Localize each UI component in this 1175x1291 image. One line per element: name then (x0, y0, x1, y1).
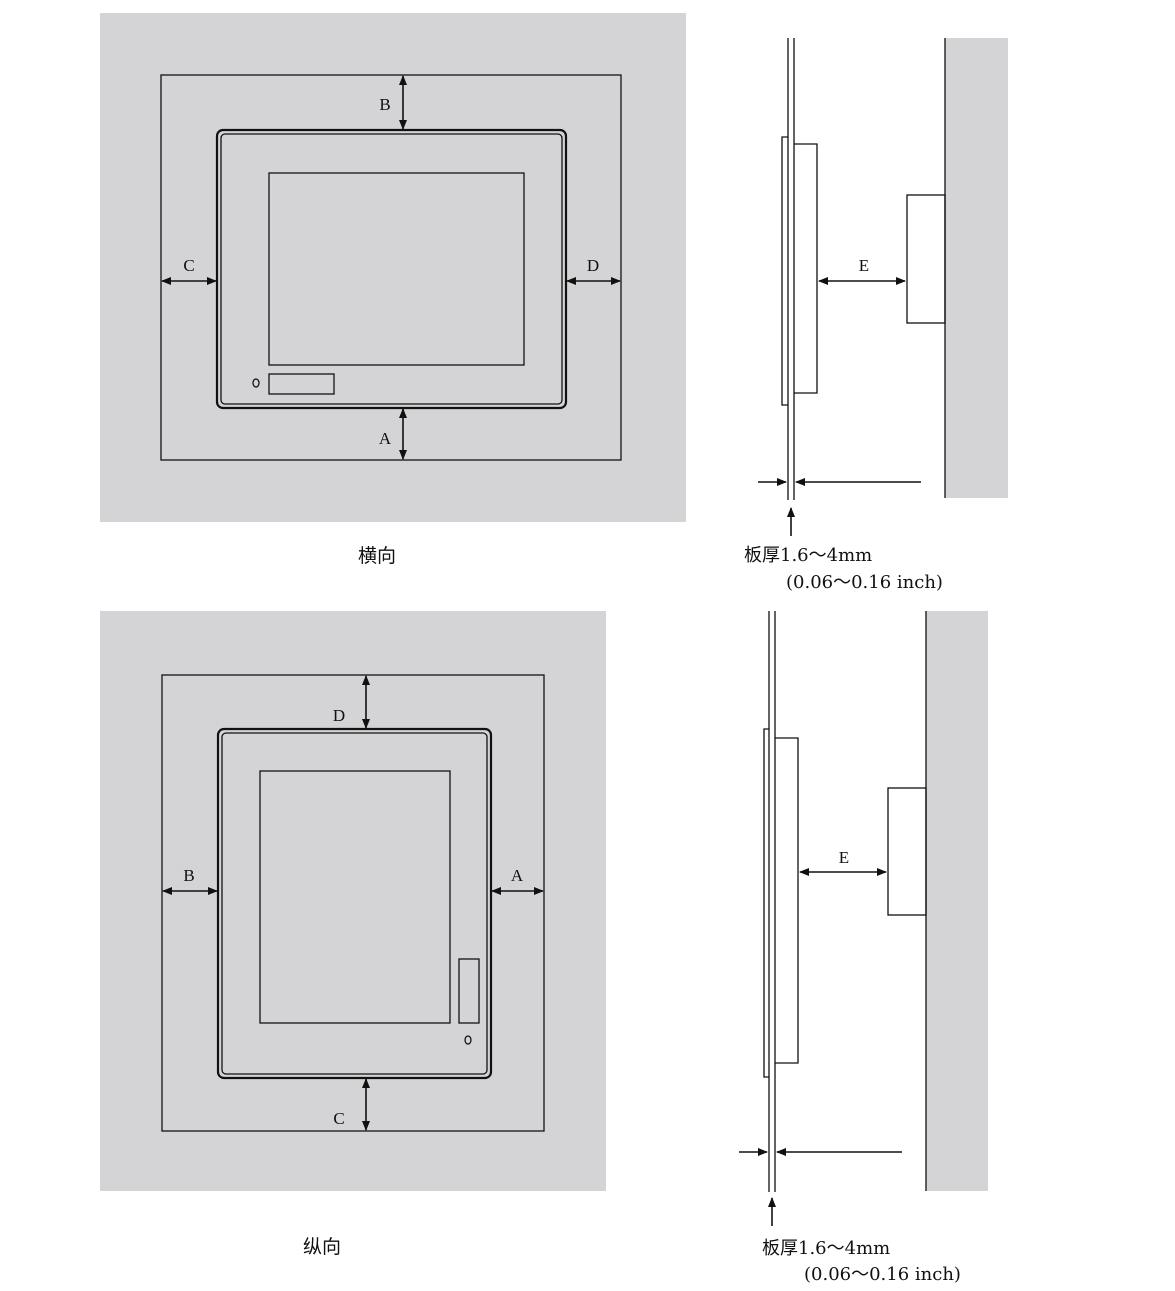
portrait-unit-bezel (216, 727, 493, 1080)
landscape-front-view: B A C D (100, 13, 686, 522)
landscape-wall-area (100, 13, 686, 522)
landscape-caption: 横向 (358, 545, 397, 567)
portrait-thickness-inch: (0.06～0.16 inch) (804, 1264, 961, 1285)
portrait-unit-bezel-inner (221, 732, 488, 1075)
portrait-front-view: D C B A (100, 611, 606, 1191)
landscape-clearance-area (160, 74, 622, 461)
landscape-label-plate (268, 373, 335, 395)
portrait-side-wall (926, 611, 988, 1191)
portrait-side-view: E (739, 611, 988, 1226)
portrait-label-top: D (333, 706, 345, 725)
landscape-thickness-inch: (0.06～0.16 inch) (786, 572, 943, 593)
landscape-unit-side (781, 136, 818, 406)
portrait-clearance-area (161, 674, 545, 1132)
portrait-led-indicator (464, 1035, 472, 1045)
landscape-unit-bezel-inner (220, 133, 563, 405)
landscape-side-wall (945, 38, 1008, 498)
landscape-side-view: E (758, 38, 1008, 536)
landscape-screen (268, 172, 525, 366)
landscape-label-bottom: A (379, 429, 392, 448)
portrait-side-bracket (887, 787, 927, 916)
portrait-unit-side (763, 728, 799, 1078)
portrait-thickness-text: 板厚1.6～4mm (762, 1238, 891, 1259)
portrait-screen (259, 770, 451, 1024)
landscape-led-indicator (252, 378, 260, 388)
landscape-thickness-text: 板厚1.6～4mm (744, 545, 873, 566)
landscape-label-left: C (183, 256, 194, 275)
landscape-label-right: D (587, 256, 599, 275)
landscape-label-top: B (379, 95, 390, 114)
portrait-label-plate (458, 958, 480, 1024)
landscape-label-e: E (859, 256, 869, 275)
landscape-side-bracket (906, 194, 946, 324)
portrait-label-bottom: C (333, 1109, 344, 1128)
portrait-label-e: E (839, 848, 849, 867)
landscape-unit-bezel (215, 128, 568, 410)
portrait-label-right: A (511, 866, 524, 885)
portrait-label-left: B (183, 866, 194, 885)
portrait-wall-area (100, 611, 606, 1191)
portrait-caption: 纵向 (303, 1236, 342, 1258)
